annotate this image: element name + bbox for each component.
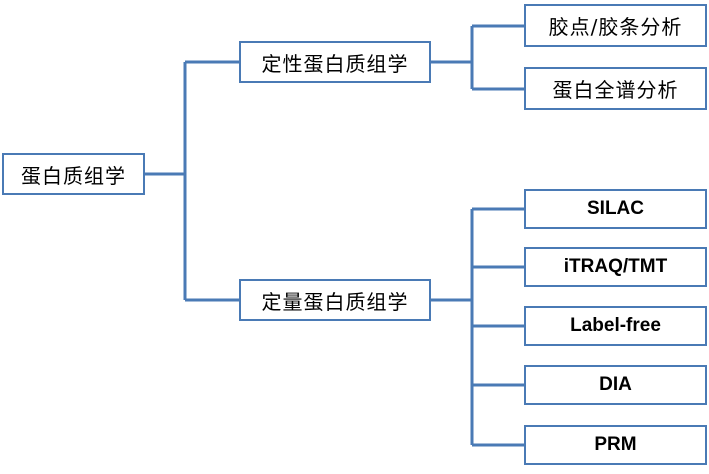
root-node: 蛋白质组学 [2, 153, 145, 195]
qualitative-proteomics-node: 定性蛋白质组学 [239, 41, 431, 83]
full-proteome-analysis-node: 蛋白全谱分析 [524, 67, 707, 110]
gel-spot-analysis-node: 胶点/胶条分析 [524, 4, 707, 47]
prm-node: PRM [524, 425, 707, 465]
dia-node: DIA [524, 365, 707, 405]
silac-node: SILAC [524, 189, 707, 229]
label-free-node: Label-free [524, 306, 707, 346]
itraq-tmt-node: iTRAQ/TMT [524, 247, 707, 287]
quantitative-proteomics-node: 定量蛋白质组学 [239, 279, 431, 321]
